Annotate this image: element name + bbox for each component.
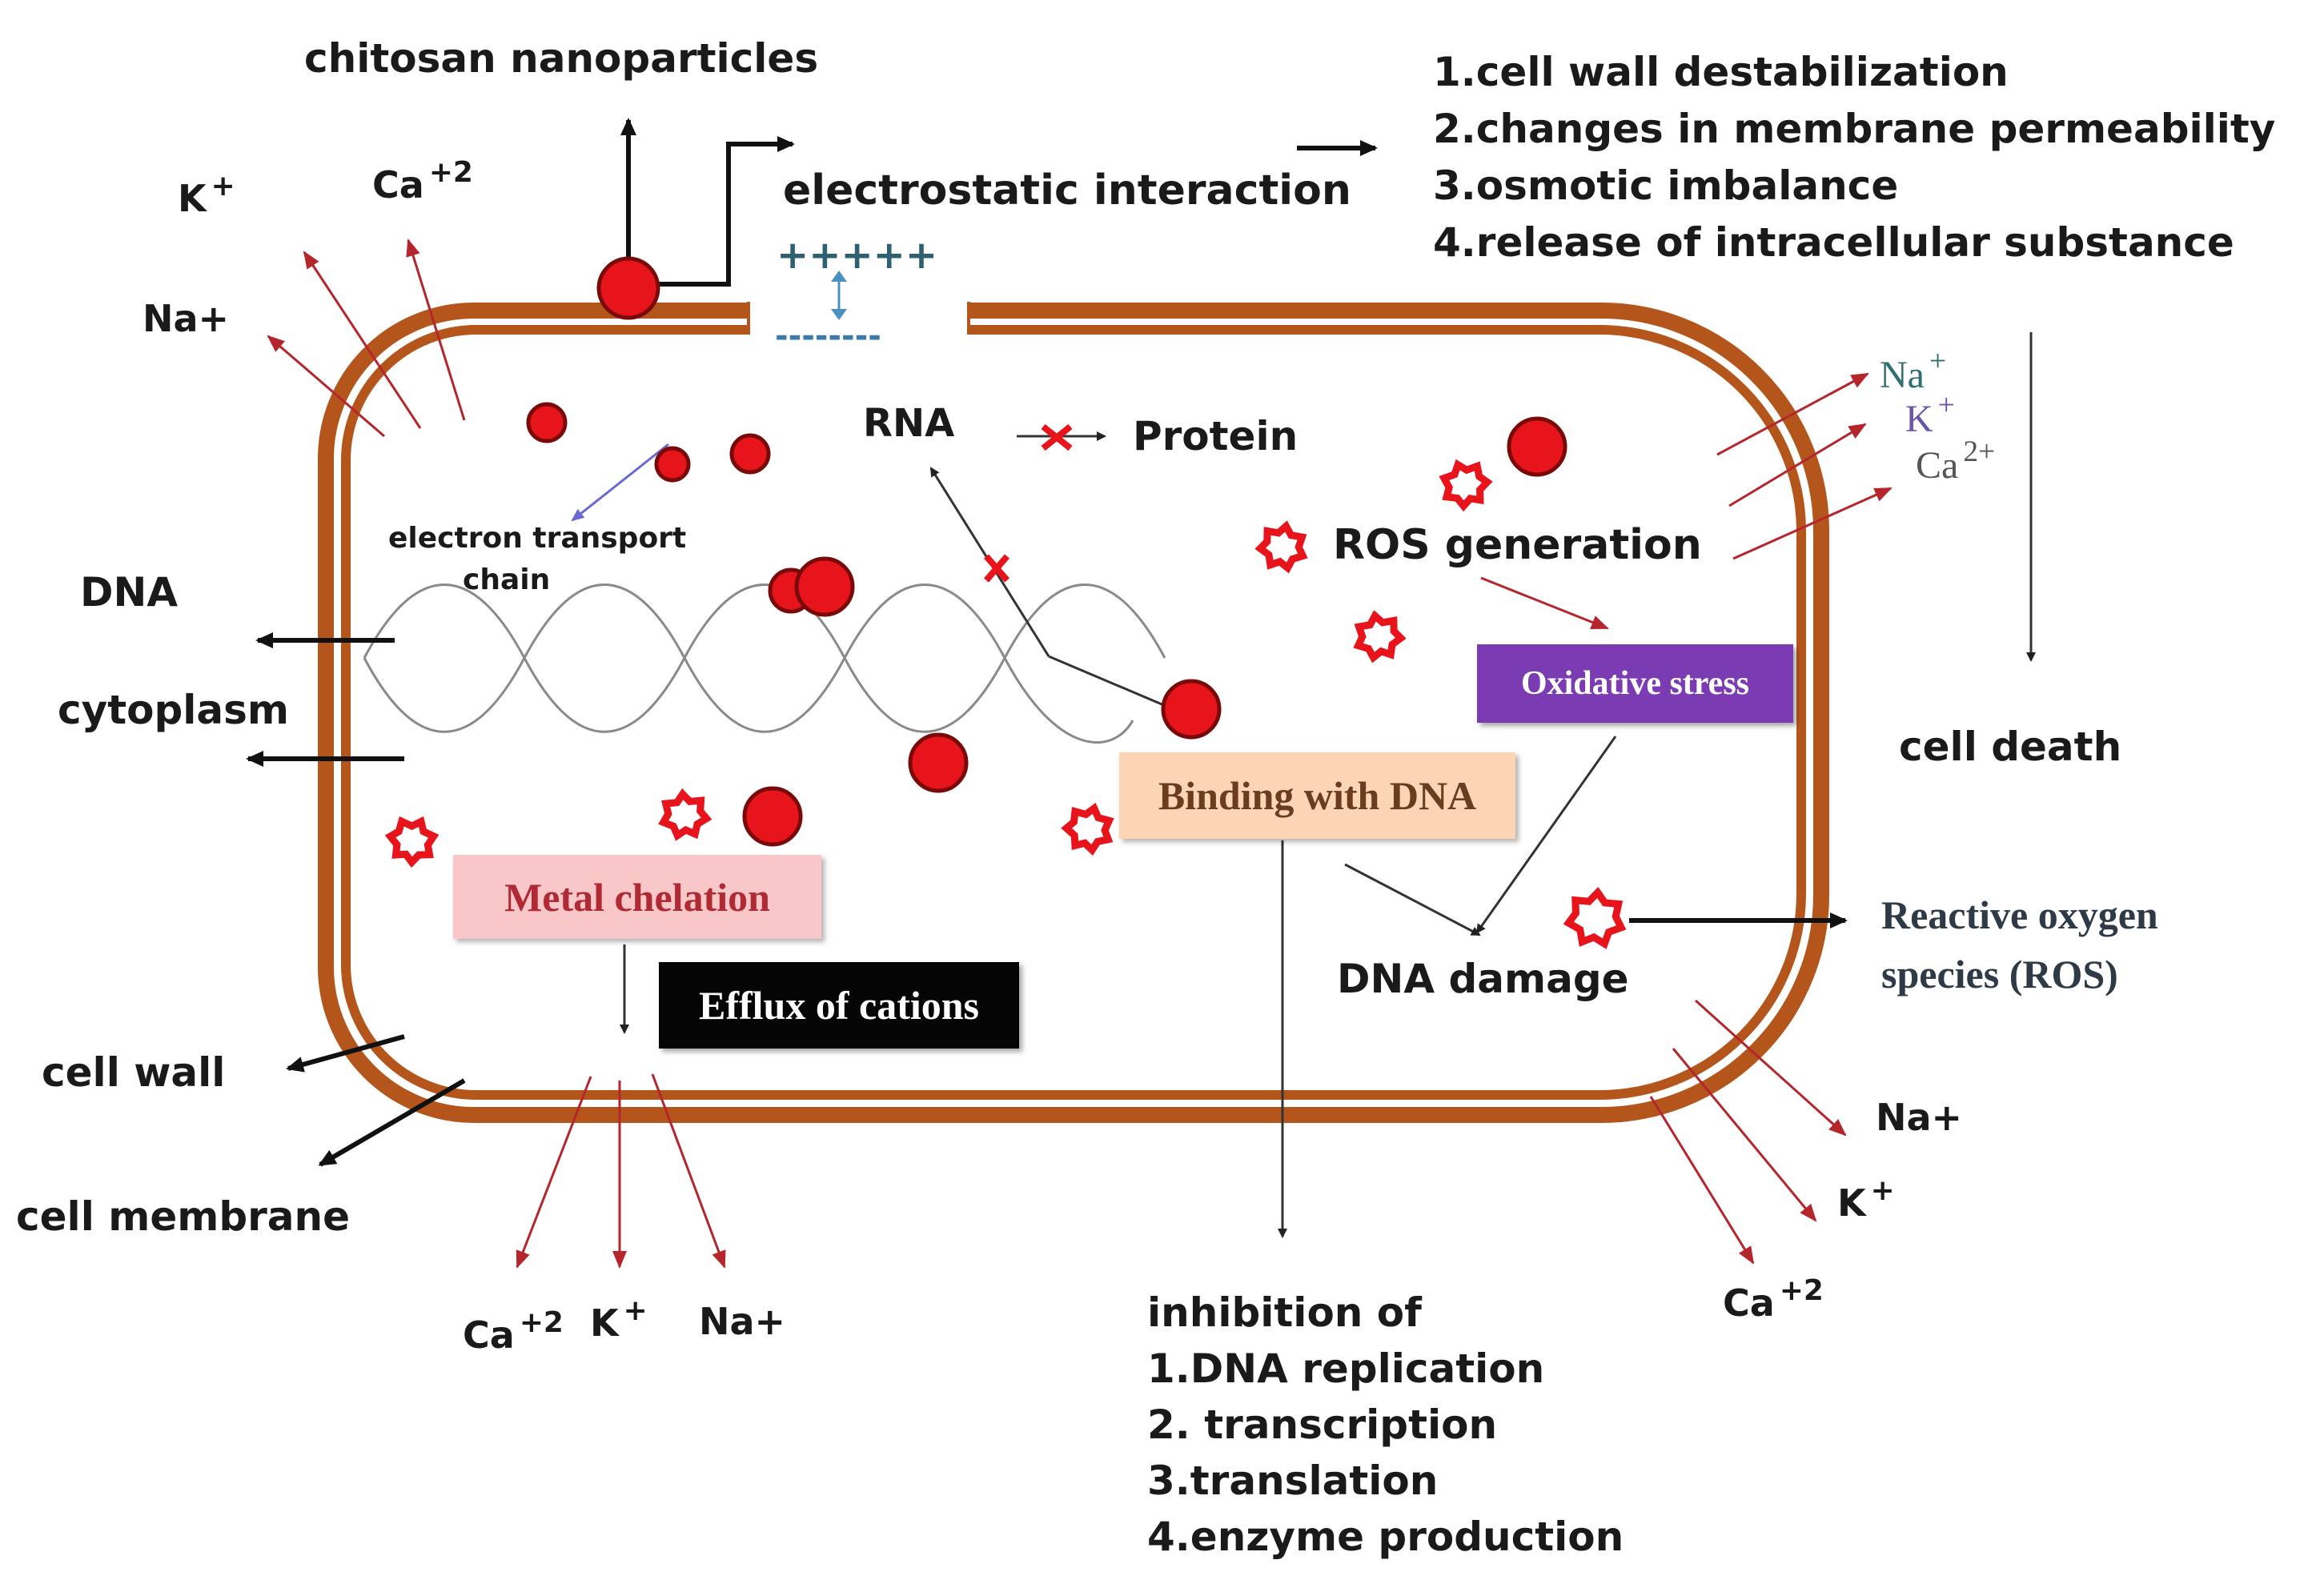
ros-to-stress-arrow xyxy=(1480,576,1609,630)
efflux-of-cations-box: Efflux of cations xyxy=(659,962,1019,1049)
electron-transport-label: electron transport xyxy=(388,522,687,555)
binding-with-dna-box: Binding with DNA xyxy=(1119,752,1515,839)
electrostatic-interaction-label: electrostatic interaction xyxy=(783,166,1351,215)
effect-item: 3.osmotic imbalance xyxy=(1433,162,1899,209)
ion-sodium: Na+ xyxy=(142,297,230,340)
rna-label: RNA xyxy=(863,401,955,446)
electron-transport-arrow xyxy=(571,443,669,522)
ion-calcium-bottom-right: Ca+2 xyxy=(1723,1274,1824,1325)
ion-sodium-bottom-right: Na+ xyxy=(1876,1096,1963,1139)
ion-potassium-bottom: K+ xyxy=(590,1294,648,1345)
cell-wall-label: cell wall xyxy=(42,1049,226,1096)
inhibition-item: inhibition of xyxy=(1147,1289,1422,1336)
inhibition-item: 4.enzyme production xyxy=(1147,1514,1624,1560)
cell-wall xyxy=(318,302,1829,1123)
cytoplasm-label: cytoplasm xyxy=(58,687,290,733)
ion-sodium-bottom: Na+ xyxy=(699,1300,786,1343)
oxidative-stress-box: Oxidative stress xyxy=(1477,644,1793,723)
inhibition-item: 2. transcription xyxy=(1147,1402,1498,1448)
plus-charges: +++++ xyxy=(777,233,937,278)
dna-label: DNA xyxy=(80,569,179,616)
ion-potassium: K+ xyxy=(178,170,235,220)
ros-species-label-2: species (ROS) xyxy=(1881,952,2118,996)
chitosan-particles xyxy=(526,256,1567,847)
ion-potassium-bottom-right: K+ xyxy=(1837,1174,1895,1225)
inhibition-item: 3.translation xyxy=(1147,1458,1439,1504)
pointer-arrows xyxy=(246,118,1848,1167)
protein-label: Protein xyxy=(1133,413,1298,459)
dna-helix xyxy=(363,583,1166,744)
ion-sodium-right: Na+ xyxy=(1880,345,1947,396)
ion-potassium-right: K+ xyxy=(1905,389,1955,440)
effect-item: 2.changes in membrane permeability xyxy=(1433,106,2276,152)
ion-calcium-bottom: Ca+2 xyxy=(463,1306,564,1357)
electron-transport-label-2: chain xyxy=(463,563,551,596)
cell-death-label: cell death xyxy=(1899,724,2122,770)
effect-item: 4.release of intracellular substance xyxy=(1433,219,2234,266)
ion-efflux-arrows xyxy=(267,239,1893,1269)
ion-calcium: Ca+2 xyxy=(372,156,473,207)
ros-markers xyxy=(384,459,1627,949)
effect-item: 1.cell wall destabilization xyxy=(1433,49,2009,95)
ros-species-label: Reactive oxygen xyxy=(1881,892,2158,937)
ros-generation-label: ROS generation xyxy=(1333,521,1702,569)
chitosan-nanoparticles-label: chitosan nanoparticles xyxy=(304,35,819,82)
thin-arrows xyxy=(620,332,2036,1238)
inhibition-item: 1.DNA replication xyxy=(1147,1345,1545,1392)
minus-charges: -------- xyxy=(775,318,881,355)
cell-membrane-label: cell membrane xyxy=(16,1193,351,1240)
metal-chelation-box: Metal chelation xyxy=(453,855,821,939)
dna-damage-label: DNA damage xyxy=(1337,956,1629,1002)
